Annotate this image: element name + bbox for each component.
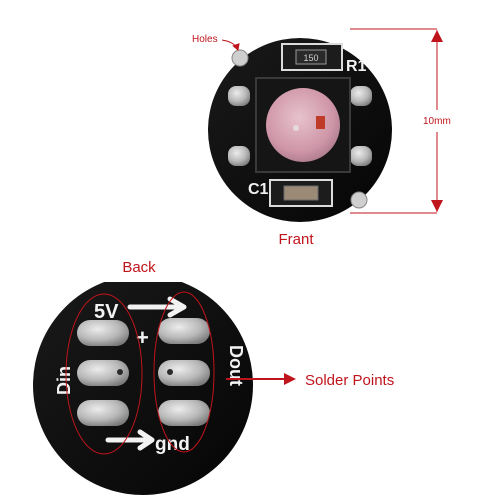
front-board: 150 R1 C1 xyxy=(208,38,392,222)
dimension-arrow-up-icon xyxy=(431,30,443,42)
pad-5v-left xyxy=(77,320,129,346)
holes-arrow xyxy=(221,39,240,51)
led-lens xyxy=(266,88,340,162)
hole-top-right xyxy=(350,191,368,209)
outline-left-column xyxy=(65,293,143,455)
holes-label: Holes xyxy=(192,34,218,45)
dimension-label: 10mm xyxy=(423,116,451,127)
outline-right-column xyxy=(153,291,215,453)
arrow-5v-icon xyxy=(127,296,187,318)
pad-dout xyxy=(158,360,210,386)
front-caption: Frant xyxy=(278,231,314,248)
solder-points-arrowhead-icon xyxy=(284,373,296,385)
label-dout: Dout xyxy=(226,345,246,386)
dimension-arrow-down-icon xyxy=(431,200,443,212)
label-5v: 5V xyxy=(94,301,119,323)
label-din: Din xyxy=(54,366,74,395)
pad-din-via xyxy=(117,369,123,375)
arrow-gnd-icon xyxy=(105,429,155,451)
pad-gnd-right xyxy=(158,400,210,426)
capacitor-chip xyxy=(283,185,319,201)
label-gnd: gnd xyxy=(155,434,190,455)
front-pad-right-top xyxy=(350,86,372,106)
led-die xyxy=(316,116,325,129)
resistor-mark: R1 xyxy=(346,58,367,75)
hole-top-left xyxy=(231,49,249,67)
pad-5v-right xyxy=(158,318,210,344)
front-pad-left-top xyxy=(228,86,250,106)
pad-din xyxy=(77,360,129,386)
pad-gnd-left xyxy=(77,400,129,426)
front-pad-left-bottom xyxy=(228,146,250,166)
back-board: 5V + Din Dout gnd xyxy=(33,282,253,495)
back-caption: Back xyxy=(122,259,156,276)
led-die-small xyxy=(293,125,299,131)
resistor-chip xyxy=(295,49,327,65)
capacitor-mark: C1 xyxy=(248,181,269,198)
resistor-code: 150 xyxy=(303,53,318,63)
front-pad-right-bottom xyxy=(350,146,372,166)
pad-dout-via xyxy=(167,369,173,375)
dimension-indicator: 10mm xyxy=(350,28,451,214)
solder-points-label: Solder Points xyxy=(305,372,394,389)
